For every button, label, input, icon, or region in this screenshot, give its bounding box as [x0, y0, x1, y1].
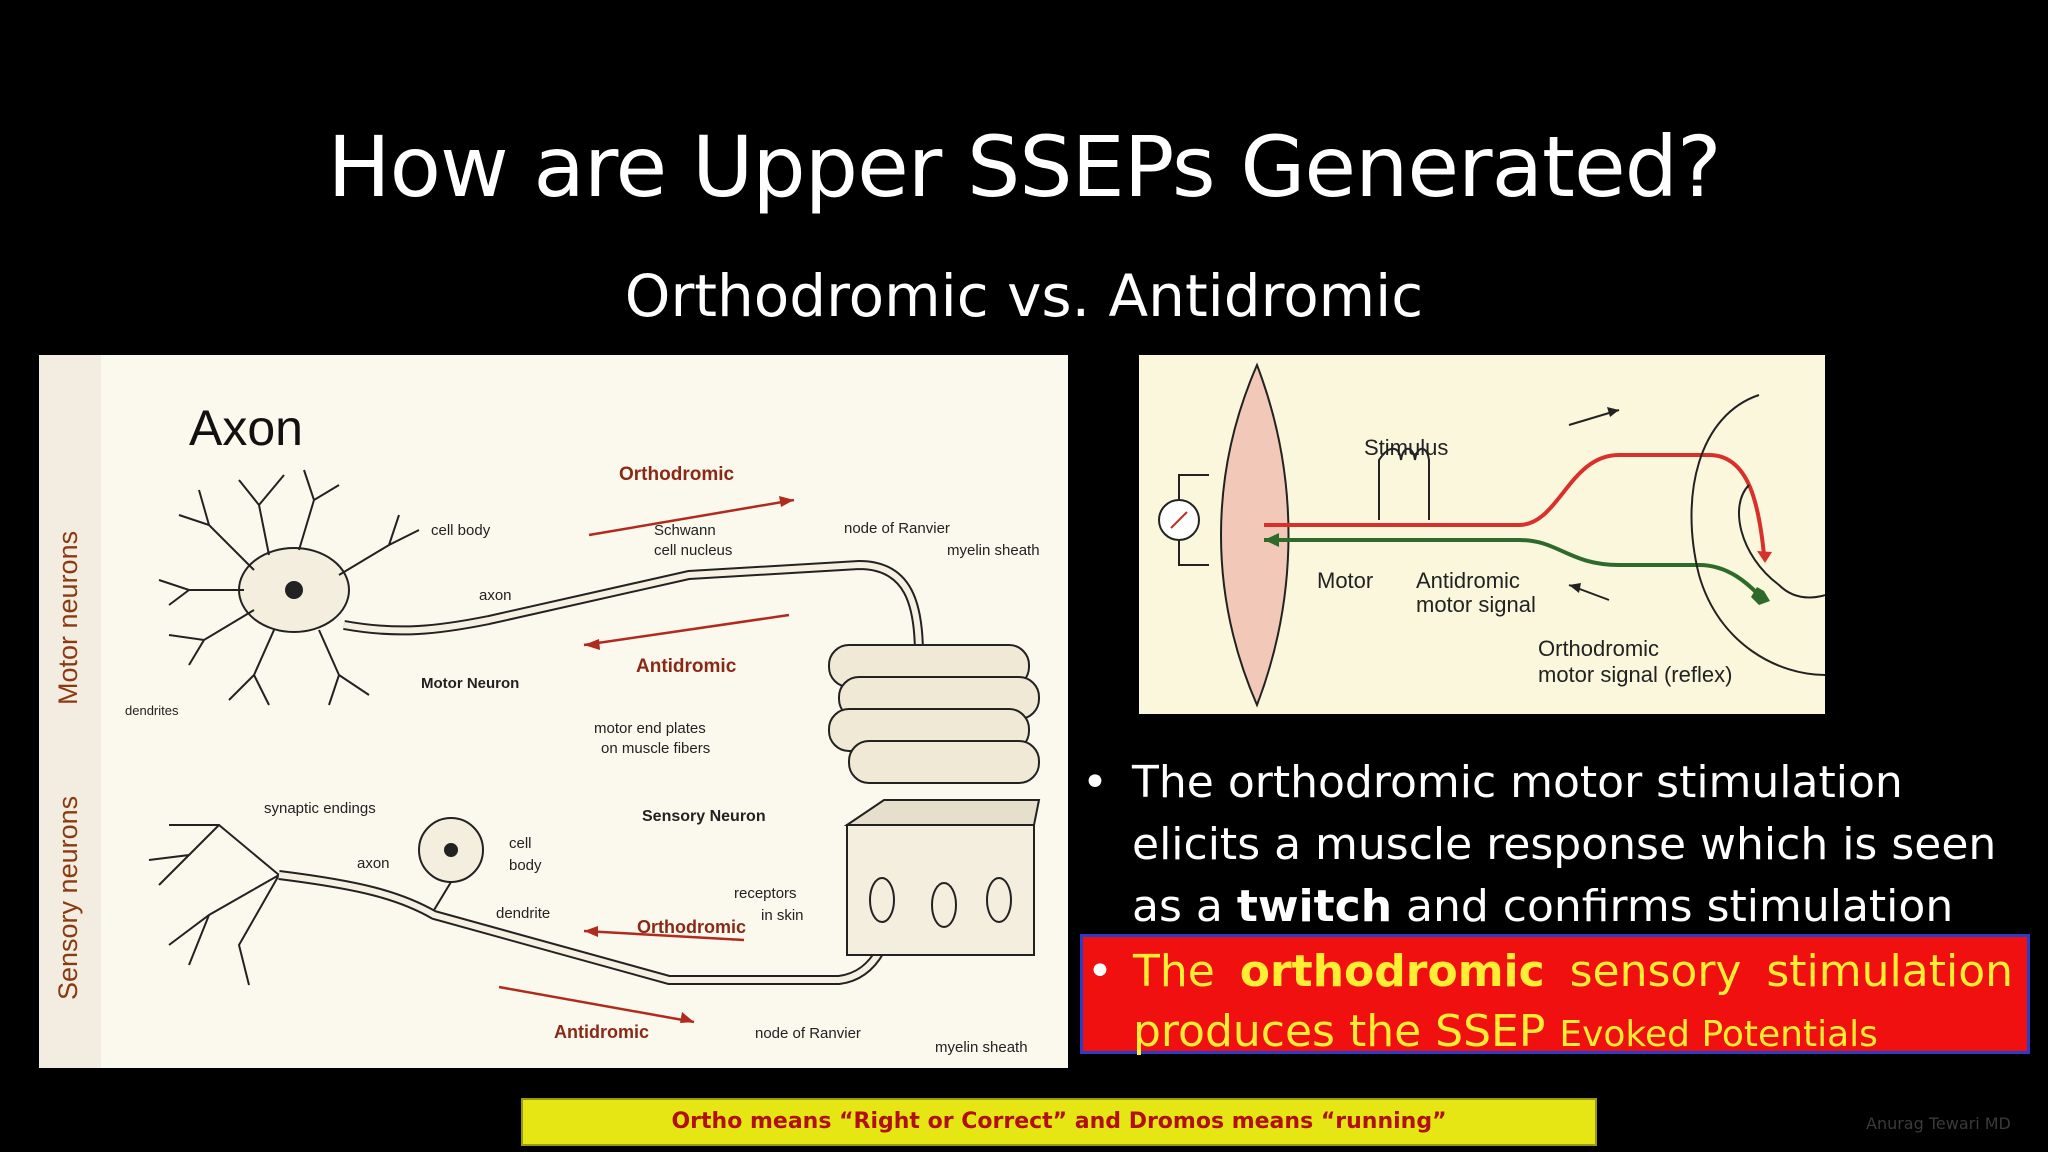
receptors-label-2: in skin [761, 907, 804, 924]
bullet1-text-bold: twitch [1236, 881, 1393, 932]
schwann-label-1: Schwann [654, 522, 716, 539]
cell-label: cell [509, 835, 532, 852]
stimulus-coil [1378, 447, 1430, 520]
sensory-antidromic-label: Antidromic [554, 1022, 649, 1042]
bullet2-word-3: sensory [1569, 946, 1742, 997]
motor-neuron-label: Motor Neuron [421, 675, 519, 692]
body-label: body [509, 857, 542, 874]
motor-antidromic-label: Antidromic [636, 656, 737, 677]
motor-neuron-cell-body [158, 469, 420, 706]
reflex-arc-diagram: Stimulus Motor Antidromic motor signal O… [1139, 355, 1826, 714]
bullet1-text-pre: The orthodromic motor stimulation elicit… [1132, 757, 1997, 932]
sensory-myelin-sheath-label: myelin sheath [935, 1039, 1028, 1056]
spinal-cord [1690, 394, 1826, 676]
cell-body-label: cell body [431, 522, 491, 539]
meter-icon [1158, 474, 1209, 566]
author-credit: Anurag Tewari MD [1866, 1114, 2011, 1133]
sensory-neurons-label: Sensory neurons [53, 796, 83, 1000]
motor-axon-label: axon [479, 587, 512, 604]
bullet2-word-1: The [1133, 946, 1215, 997]
bullet2-small-text: Evoked Potentials [1559, 1014, 1878, 1055]
bullet-dot: • [1082, 757, 1108, 808]
orthodromic-signal-label-2: motor signal (reflex) [1538, 662, 1732, 687]
dendrites-label: dendrites [125, 703, 179, 718]
motor-neurons-label: Motor neurons [53, 531, 83, 705]
dendrite-label: dendrite [496, 905, 550, 922]
bullet2-line2: produces the SSEP [1133, 1006, 1546, 1057]
motor-node-of-ranvier-label: node of Ranvier [844, 520, 950, 537]
schwann-label-2: cell nucleus [654, 542, 732, 559]
motor-orthodromic-label: Orthodromic [619, 464, 734, 485]
sensory-axon-label: axon [357, 855, 390, 872]
sensory-node-of-ranvier-label: node of Ranvier [755, 1025, 861, 1042]
end-plates-label-2: on muscle fibers [601, 740, 710, 757]
skin-block [843, 799, 1041, 956]
bullet-sensory-stimulation-highlight: • The orthodromic sensory stimulation pr… [1080, 934, 2030, 1057]
antidromic-signal-label-1: Antidromic [1416, 568, 1520, 593]
sensory-orthodromic-arrow [583, 929, 745, 942]
muscle [1220, 362, 1290, 708]
orthodromic-signal-path [1264, 453, 1766, 556]
axon-heading: Axon [189, 400, 303, 456]
sensory-neuron [148, 817, 484, 986]
motor-antidromic-arrow [583, 613, 790, 647]
muscle-fibers [828, 644, 1040, 784]
sensory-antidromic-arrow [498, 985, 695, 1024]
receptors-label-1: receptors [734, 885, 797, 902]
antidromic-signal-path [1264, 538, 1761, 597]
bullet2-word-2: orthodromic [1239, 946, 1545, 997]
bullet2-word-4: stimulation [1766, 946, 2013, 997]
slide-subtitle: Orthodromic vs. Antidromic [624, 262, 1424, 330]
sensory-neuron-label: Sensory Neuron [642, 808, 766, 825]
antidromic-signal-label-2: motor signal [1416, 592, 1536, 617]
synaptic-endings-label: synaptic endings [264, 800, 376, 817]
slide-title: How are Upper SSEPs Generated? [327, 118, 1721, 216]
stimulus-label: Stimulus [1364, 435, 1448, 460]
bullet-dot: • [1087, 946, 1113, 997]
sensory-orthodromic-label: Orthodromic [637, 917, 746, 937]
orthodromic-signal-label-1: Orthodromic [1538, 636, 1659, 661]
bullet1-text-post: and confirms stimulation [1392, 881, 1954, 932]
motor-orthodromic-arrow [588, 498, 795, 537]
motor-label: Motor [1317, 568, 1373, 593]
motor-myelin-sheath-label: myelin sheath [947, 542, 1040, 559]
etymology-note: Ortho means “Right or Correct” and Dromo… [521, 1098, 1597, 1146]
neuron-diagram: Axon Motor neurons Sensory neurons Ortho… [39, 355, 1068, 1068]
end-plates-label-1: motor end plates [594, 720, 706, 737]
